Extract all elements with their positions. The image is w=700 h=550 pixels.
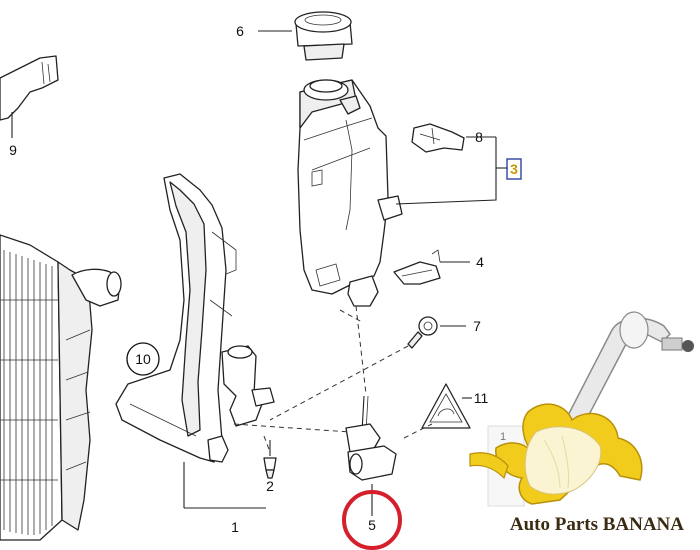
callout-9: 9 [9, 142, 17, 158]
bracket-part-8 [395, 123, 508, 205]
callout-1: 1 [231, 519, 239, 535]
bracket-part-9 [0, 55, 59, 138]
radiator [0, 234, 122, 541]
highlight-circle-part-5 [342, 490, 402, 550]
expansion-tank [297, 79, 403, 307]
auto-parts-banana-logo: 1 1 Auto Parts BANANA [469, 311, 694, 535]
svg-text:1: 1 [500, 431, 506, 443]
tank-cap-part-6 [258, 11, 353, 61]
warning-label-part-11 [421, 383, 472, 429]
screw-part-7 [407, 316, 466, 349]
callout-4: 4 [476, 254, 484, 270]
coolant-valve [221, 345, 275, 427]
level-sensor-part-5 [345, 395, 397, 516]
bolt-part-2 [263, 440, 277, 479]
callout-7: 7 [473, 318, 481, 334]
highlight-box-part-3 [506, 158, 522, 180]
callout-5: 5 [368, 517, 376, 533]
callout-2: 2 [266, 478, 274, 494]
fan-shroud-part-1 [115, 173, 266, 509]
callout-10-circle [126, 342, 160, 376]
clip-part-4 [393, 249, 470, 285]
callout-11: 11 [474, 390, 489, 406]
dashed-leader-lines [233, 305, 433, 453]
callout-6: 6 [236, 23, 244, 39]
callout-8: 8 [475, 129, 483, 145]
callout-3: 3 [510, 161, 518, 177]
callout-10: 10 [135, 351, 151, 367]
watermark-text: Auto Parts BANANA [510, 514, 684, 535]
